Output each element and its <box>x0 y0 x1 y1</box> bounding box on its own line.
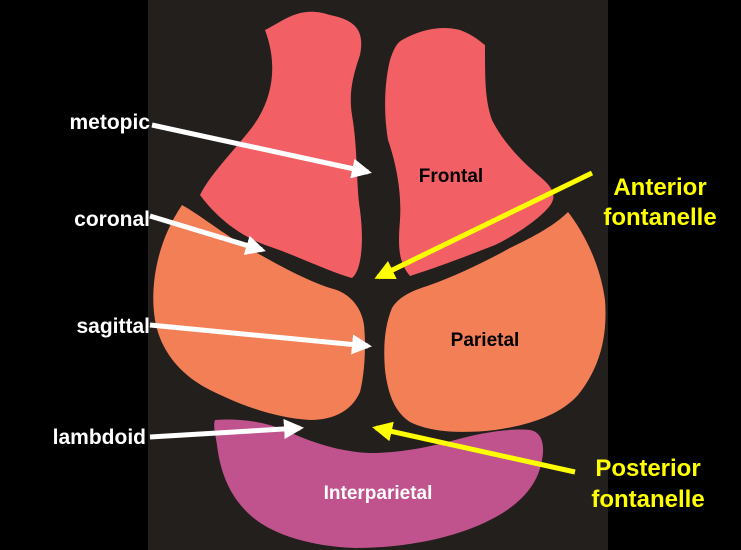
anterior-fontanelle-label-line1: Anterior <box>613 174 706 201</box>
coronal-label: coronal <box>74 208 150 231</box>
lambdoid-label: lambdoid <box>53 426 146 449</box>
posterior-fontanelle-label-line1: Posterior <box>595 455 700 482</box>
anterior-fontanelle-label-line2: fontanelle <box>603 204 716 231</box>
sagittal-label: sagittal <box>76 315 150 338</box>
parietal-label: Parietal <box>451 330 520 351</box>
posterior-fontanelle-label-line2: fontanelle <box>591 486 704 513</box>
interparietal-label: Interparietal <box>324 483 433 504</box>
metopic-label: metopic <box>69 111 150 134</box>
frontal-label: Frontal <box>419 166 483 187</box>
